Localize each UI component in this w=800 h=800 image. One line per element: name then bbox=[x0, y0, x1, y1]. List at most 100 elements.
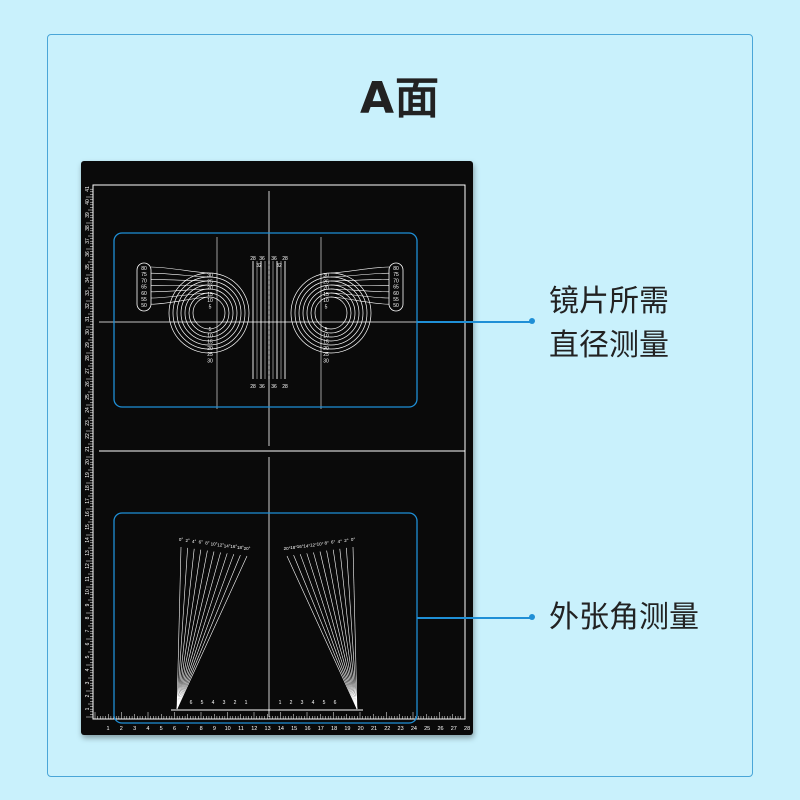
bridge-label: 36 bbox=[259, 384, 265, 390]
angle-highlight-box bbox=[113, 512, 418, 724]
angle-label: 8° bbox=[205, 541, 210, 546]
angle-line bbox=[332, 549, 358, 710]
left-ruler-number: 7 bbox=[85, 629, 91, 632]
left-ruler-number: 15 bbox=[85, 524, 91, 530]
angle-line bbox=[176, 553, 228, 710]
radius-label: 5 bbox=[209, 305, 212, 311]
bottom-ruler-number: 22 bbox=[384, 726, 390, 732]
radius-label: 20 bbox=[207, 346, 213, 352]
pill-label: 70 bbox=[141, 278, 147, 284]
lens-ring-lead bbox=[330, 292, 390, 299]
base-number: 4 bbox=[312, 700, 315, 706]
lens-ring-lead bbox=[330, 296, 390, 305]
angle-line bbox=[176, 548, 195, 710]
angle-label: 2° bbox=[185, 538, 190, 543]
lens-ring-lead bbox=[330, 266, 390, 274]
left-ruler-number: 19 bbox=[85, 472, 91, 478]
angle-label: 0° bbox=[351, 537, 356, 542]
angle-line bbox=[286, 555, 358, 710]
bottom-ruler-number: 7 bbox=[186, 726, 189, 732]
bridge-label: 28 bbox=[282, 256, 288, 262]
angle-label: 6° bbox=[199, 540, 204, 545]
bottom-ruler-number: 23 bbox=[398, 726, 404, 732]
lens-ring bbox=[298, 280, 364, 346]
angle-label: 14° bbox=[303, 543, 310, 548]
page-title: A面 bbox=[359, 73, 441, 124]
angle-line bbox=[176, 555, 248, 710]
left-ruler-number: 4 bbox=[85, 668, 91, 671]
angle-line bbox=[176, 551, 215, 710]
left-ruler-number: 26 bbox=[85, 381, 91, 387]
bottom-ruler-number: 9 bbox=[213, 726, 216, 732]
pill-label: 80 bbox=[141, 266, 147, 272]
bridge-label: 36 bbox=[259, 256, 265, 262]
lens-ring bbox=[302, 284, 360, 342]
radius-label: 25 bbox=[323, 352, 329, 358]
bottom-ruler-number: 3 bbox=[133, 726, 136, 732]
angle-line bbox=[299, 554, 358, 710]
angle-label: 18° bbox=[237, 545, 244, 550]
bottom-ruler-number: 8 bbox=[200, 726, 203, 732]
bottom-ruler-number: 17 bbox=[318, 726, 324, 732]
angle-line bbox=[176, 547, 188, 710]
bridge-label: 36 bbox=[271, 256, 277, 262]
left-ruler-number: 17 bbox=[85, 498, 91, 504]
angle-line bbox=[176, 552, 221, 710]
radius-label: 25 bbox=[207, 352, 213, 358]
bottom-ruler-number: 13 bbox=[265, 726, 271, 732]
left-ruler-number: 39 bbox=[85, 212, 91, 218]
bridge-label: 28 bbox=[250, 256, 256, 262]
radius-label: 30 bbox=[207, 359, 213, 365]
pill-label: 60 bbox=[141, 291, 147, 297]
angle-label: 14° bbox=[224, 543, 231, 548]
radius-label: 15 bbox=[323, 292, 329, 298]
radius-label: 5 bbox=[325, 305, 328, 311]
bottom-ruler-number: 20 bbox=[358, 726, 364, 732]
angle-line bbox=[319, 551, 358, 710]
bridge-label: 28 bbox=[282, 384, 288, 390]
left-ruler-number: 31 bbox=[85, 316, 91, 322]
radius-label: 10 bbox=[323, 333, 329, 339]
left-ruler-number: 6 bbox=[85, 642, 91, 645]
left-ruler-number: 14 bbox=[85, 537, 91, 543]
lens-ring-lead bbox=[150, 279, 210, 282]
angle-label: 20° bbox=[244, 546, 251, 551]
bottom-ruler-number: 18 bbox=[331, 726, 337, 732]
left-ruler-number: 18 bbox=[85, 485, 91, 491]
left-ruler-number: 13 bbox=[85, 550, 91, 556]
base-number: 2 bbox=[290, 700, 293, 706]
angle-label: 4° bbox=[192, 539, 197, 544]
left-ruler-number: 36 bbox=[85, 251, 91, 257]
angle-line bbox=[176, 546, 182, 710]
angle-callout-dot bbox=[529, 614, 535, 620]
angle-line bbox=[339, 548, 358, 710]
angle-label: 10° bbox=[211, 542, 218, 547]
lens-ring bbox=[310, 292, 352, 334]
left-ruler-number: 10 bbox=[85, 589, 91, 595]
bridge-label: 36 bbox=[271, 384, 277, 390]
bottom-ruler-number: 25 bbox=[424, 726, 430, 732]
left-ruler-number: 2 bbox=[85, 694, 91, 697]
bottom-ruler-number: 24 bbox=[411, 726, 417, 732]
size-pill bbox=[136, 262, 152, 312]
angle-label: 0° bbox=[179, 537, 184, 542]
left-ruler-number: 11 bbox=[85, 576, 91, 581]
size-pill bbox=[388, 262, 404, 312]
pill-label: 55 bbox=[393, 297, 399, 303]
radius-label: 10 bbox=[207, 298, 213, 304]
bottom-ruler-number: 14 bbox=[278, 726, 284, 732]
base-number: 3 bbox=[301, 700, 304, 706]
left-ruler-number: 24 bbox=[85, 407, 91, 413]
radius-label: 30 bbox=[323, 359, 329, 365]
left-ruler-number: 38 bbox=[85, 225, 91, 231]
left-ruler-number: 3 bbox=[85, 681, 91, 684]
left-ruler-number: 34 bbox=[85, 277, 91, 283]
angle-label: 8° bbox=[324, 541, 329, 546]
lens-ring bbox=[306, 288, 356, 338]
left-ruler-number: 23 bbox=[85, 420, 91, 426]
lens-ring bbox=[314, 296, 348, 330]
left-ruler-number: 33 bbox=[85, 290, 91, 296]
base-number: 5 bbox=[323, 700, 326, 706]
bottom-ruler-number: 21 bbox=[371, 726, 377, 732]
